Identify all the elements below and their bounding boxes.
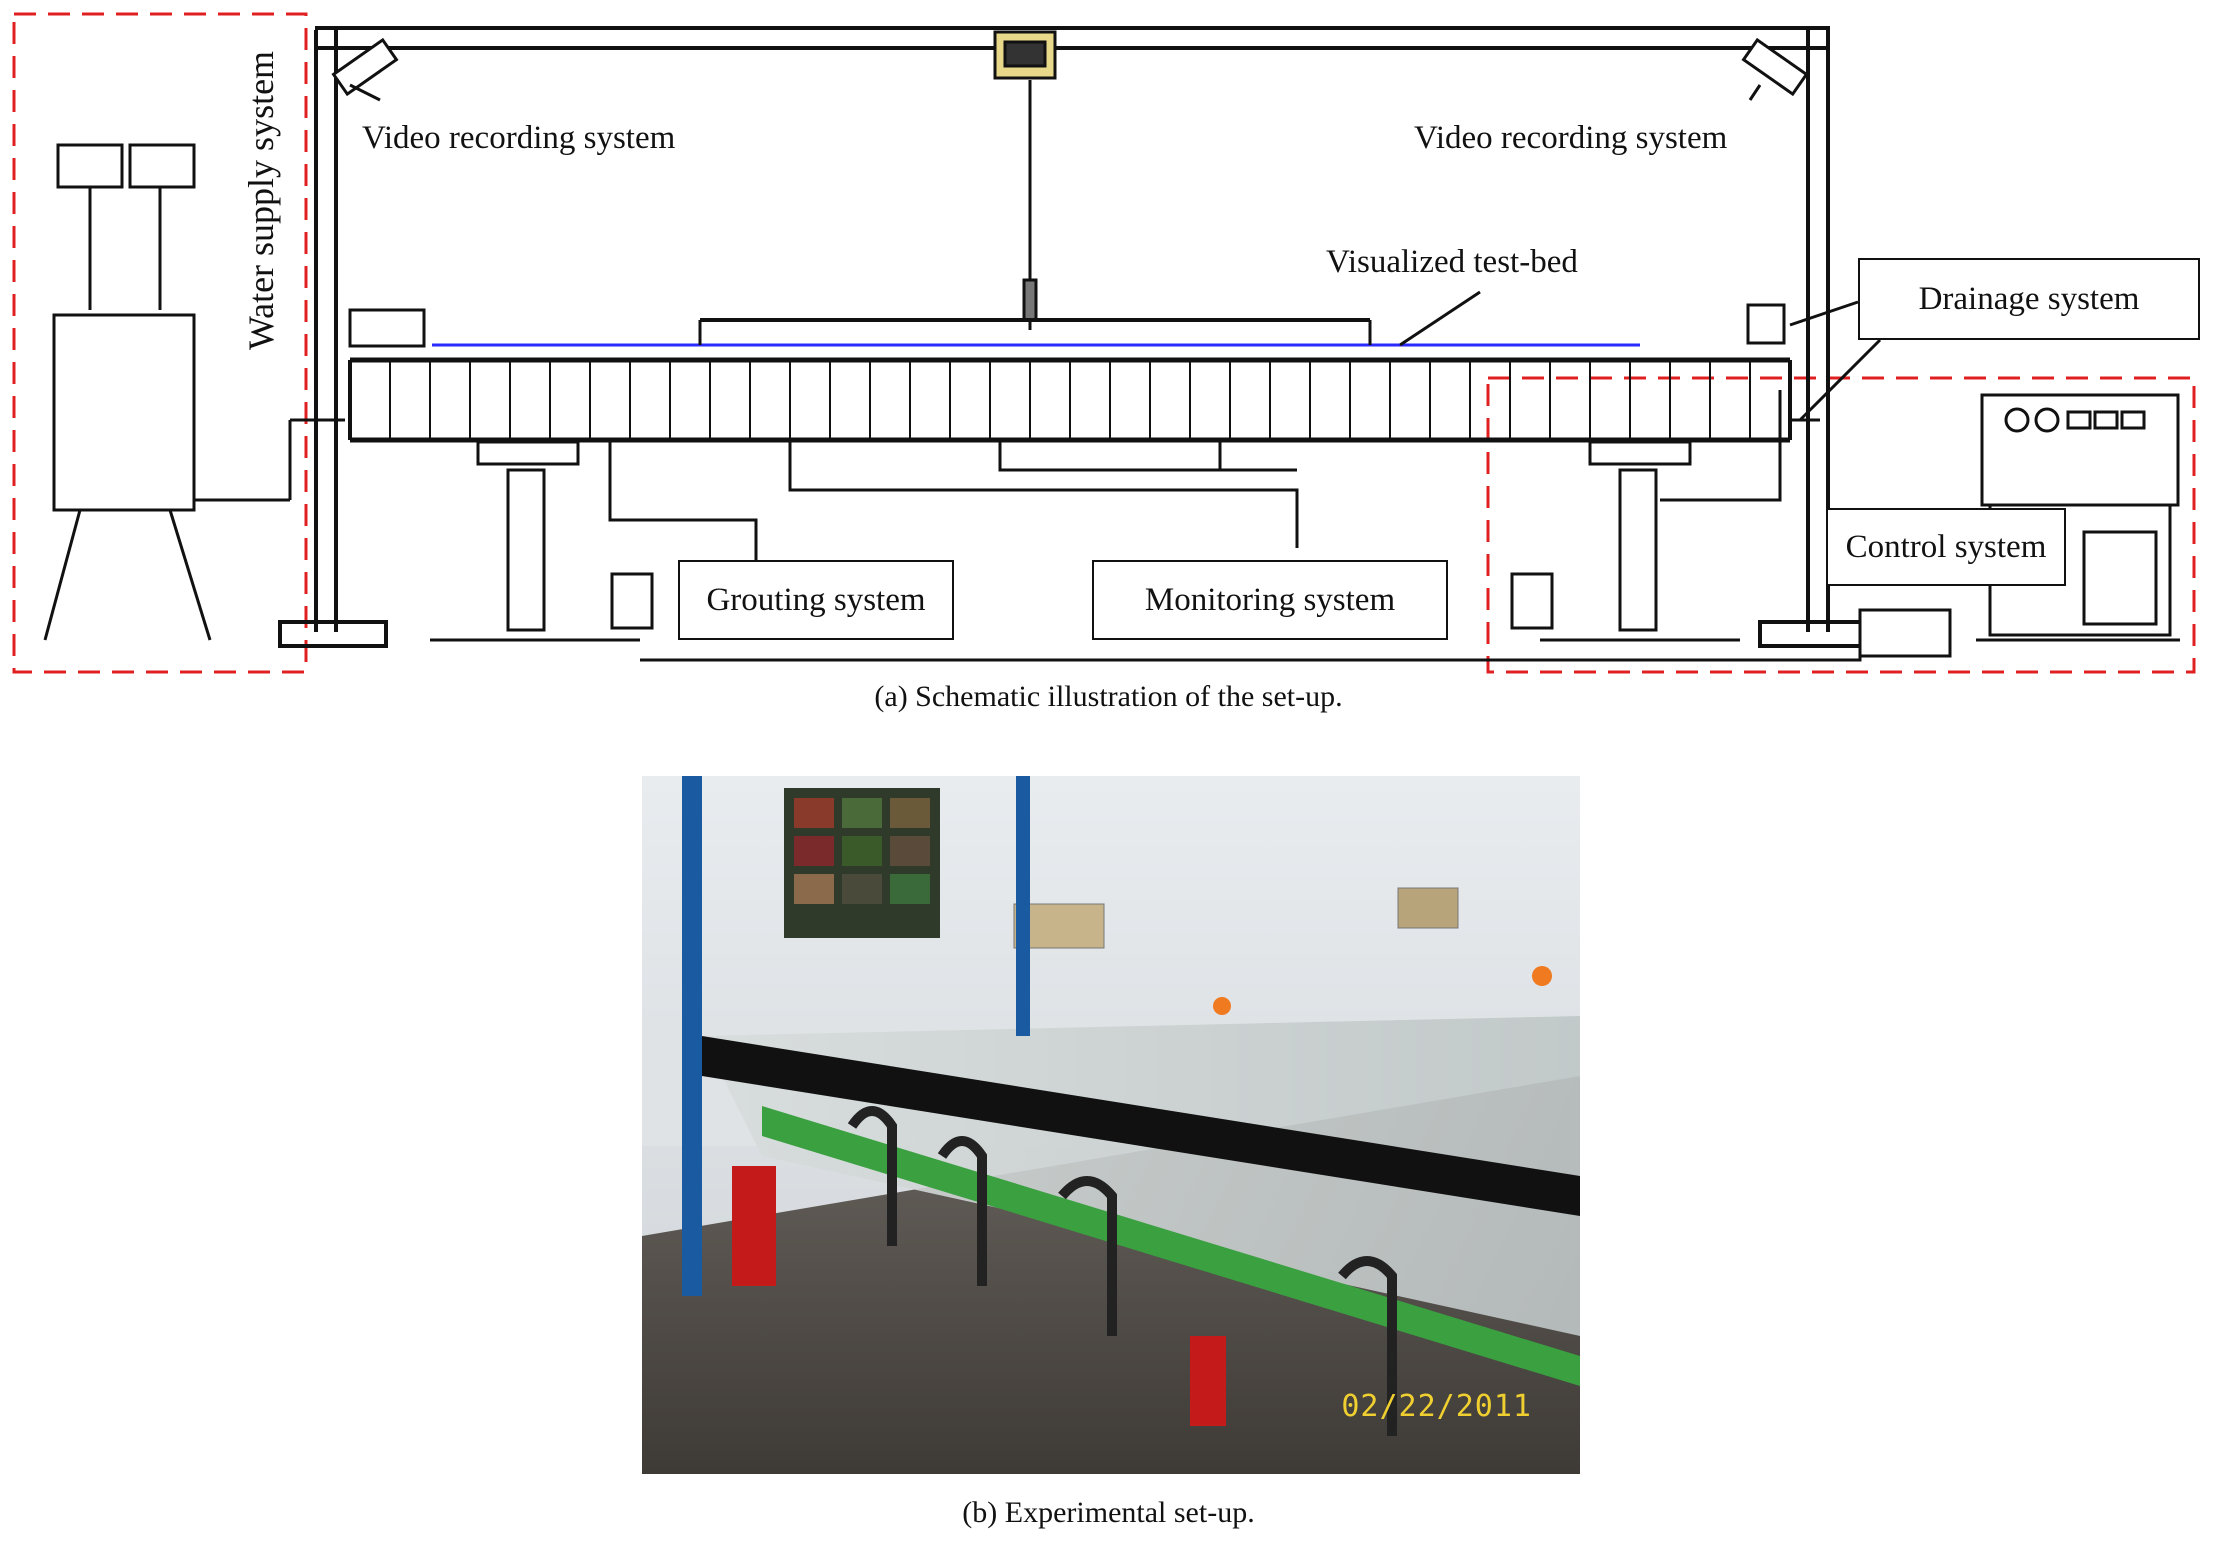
camera-right xyxy=(1741,37,1809,101)
label-pointers xyxy=(1399,290,1882,422)
clamps xyxy=(847,1106,1397,1436)
schematic-figure: Video recording system Video recording s… xyxy=(0,0,2217,690)
column-left xyxy=(682,776,702,1296)
schematic-drawing xyxy=(12,12,2196,674)
test-bed-label: Visualized test-bed xyxy=(1326,244,1578,280)
connection-lines xyxy=(608,390,1862,662)
video-recording-label-right: Video recording system xyxy=(1414,120,1728,156)
red-jack-left xyxy=(732,1166,776,1286)
drainage-system-box: Drainage system xyxy=(1858,258,2200,340)
video-recording-label-left: Video recording system xyxy=(362,120,676,156)
caption-a: (a) Schematic illustration of the set-up… xyxy=(874,680,1343,713)
monitoring-system-box: Monitoring system xyxy=(1092,560,1448,640)
caption-b: (b) Experimental set-up. xyxy=(962,1496,1255,1529)
hoist xyxy=(993,30,1057,330)
camera-left xyxy=(331,37,399,102)
test-bed-clamps xyxy=(389,360,1751,440)
water-supply-region xyxy=(12,12,308,674)
right-support xyxy=(1510,440,1740,642)
experimental-photo: 02/22/2011 xyxy=(642,776,1580,1474)
grouting-system-box: Grouting system xyxy=(678,560,954,640)
tank-rail xyxy=(702,1036,1580,1216)
water-supply-label: Water supply system xyxy=(241,50,281,350)
green-frame xyxy=(762,1106,1580,1386)
photo-scene xyxy=(642,776,1580,1474)
column-mid xyxy=(1016,776,1030,1036)
left-support xyxy=(430,440,654,642)
water-supply-apparatus xyxy=(43,143,345,641)
control-system-box: Control system xyxy=(1826,508,2066,586)
photo-date-stamp: 02/22/2011 xyxy=(1341,1389,1532,1424)
red-jack-right xyxy=(1190,1336,1226,1426)
